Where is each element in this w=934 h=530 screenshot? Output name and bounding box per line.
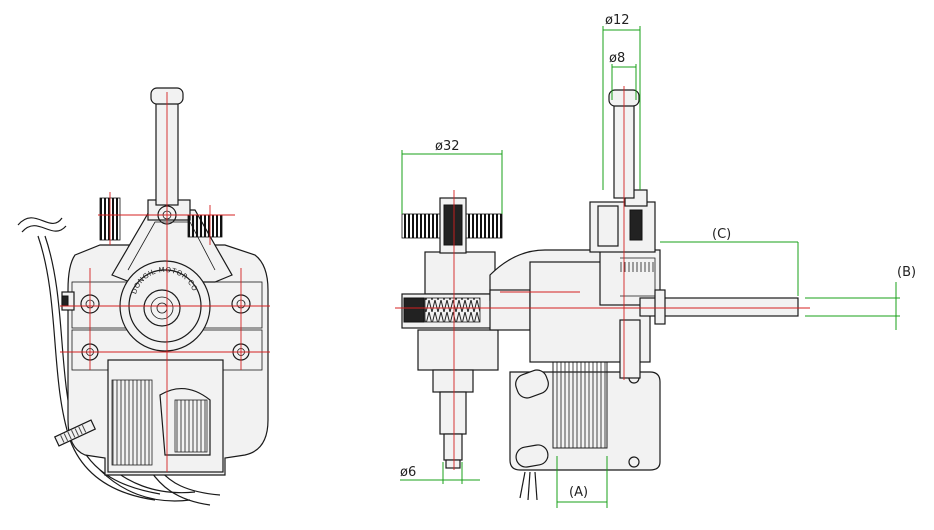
side-rotor-shaft: [639, 297, 799, 317]
svg-text:(A): (A): [569, 485, 588, 500]
svg-text:ø12: ø12: [605, 13, 630, 28]
dim-d32: ø32: [401, 139, 503, 214]
svg-text:(B): (B): [897, 265, 916, 280]
adjust-screw: [53, 419, 97, 447]
svg-text:ø8: ø8: [609, 51, 625, 66]
dim-d6: ø6: [400, 462, 480, 484]
front-view: DONGIL MOTOR CO: [17, 87, 270, 506]
svg-text:ø6: ø6: [400, 465, 416, 480]
side-view: ø12 ø8 ø32 ø6 (A): [395, 13, 916, 508]
dim-a: (A): [556, 456, 608, 508]
dim-c: (C): [660, 227, 799, 296]
front-gear-right: [187, 214, 223, 238]
dim-b: (B): [805, 265, 916, 330]
svg-text:ø32: ø32: [435, 139, 460, 154]
dim-d8: ø8: [609, 51, 637, 100]
dim-d12: ø12: [602, 13, 641, 190]
svg-text:(C): (C): [712, 227, 731, 242]
side-worm-spring: [424, 297, 481, 323]
